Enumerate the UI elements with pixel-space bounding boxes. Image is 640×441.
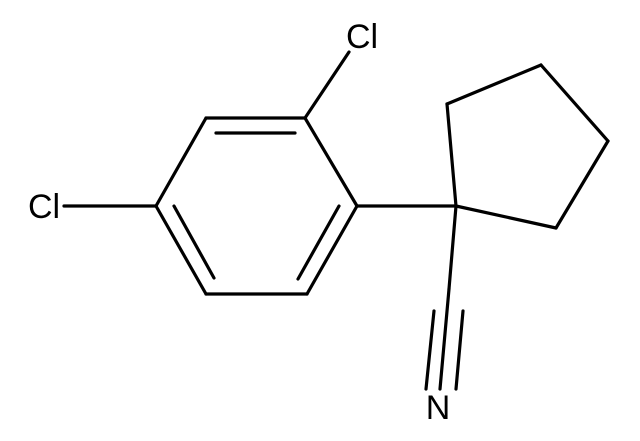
nitrile-group — [424, 204, 465, 391]
ring-bond — [554, 139, 610, 230]
nitrogen-label: N — [426, 389, 451, 427]
quaternary-nitrile-bond — [447, 204, 458, 291]
ring-bond — [445, 102, 458, 208]
ring-double-bond — [172, 204, 216, 280]
cyclopentane-ring — [445, 63, 610, 230]
chlorine-label-left: Cl — [28, 188, 60, 226]
ring-bond — [305, 204, 359, 296]
ring-bond — [445, 63, 543, 106]
ring-double-bond — [296, 204, 341, 281]
ring-bond — [303, 116, 359, 208]
ring-bond — [539, 63, 610, 143]
triple-bond-line — [438, 287, 451, 391]
triple-bond-line — [454, 309, 465, 391]
triple-bond-line — [424, 309, 436, 391]
benzene-ring — [154, 116, 359, 296]
chlorine-label-top: Cl — [346, 18, 378, 56]
ring-bond — [454, 204, 558, 230]
ring-bond — [154, 116, 208, 208]
ring-bond — [154, 204, 208, 296]
cl-top-bond — [303, 50, 351, 120]
